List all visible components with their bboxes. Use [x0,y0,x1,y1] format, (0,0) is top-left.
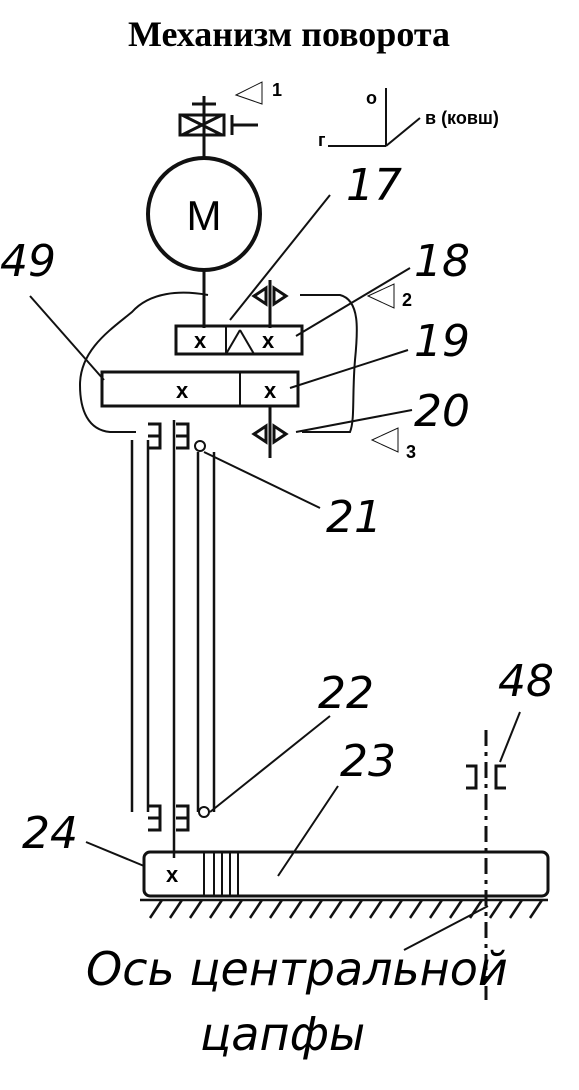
axis-label-o: о [366,88,377,108]
svg-text:x: x [194,328,207,353]
part-label-21: 21 [326,492,382,543]
svg-text:1: 1 [272,80,282,100]
leader-22 [209,715,331,813]
view-mark-3: 3 [370,427,416,462]
leader-20 [295,409,413,433]
svg-text:3: 3 [406,442,416,462]
leader-23 [277,785,339,877]
leader-21 [203,451,321,509]
leader-48 [499,711,521,763]
diagram-title: Механизм поворота [128,14,450,54]
svg-text:x: x [176,378,189,403]
view-mark-2: 2 [366,283,412,310]
caption-line-2: цапфы [200,1007,365,1061]
axis-label-v: в (ковш) [425,108,499,128]
axes-indicator [328,88,421,147]
lower-sprockets [148,804,210,832]
leader-24 [85,841,145,867]
svg-text:2: 2 [402,290,412,310]
part-label-19: 19 [414,316,470,367]
brake-symbol [178,96,258,150]
part-label-49: 49 [0,236,56,287]
svg-text:x: x [166,862,179,887]
caption-line-1: Ось центральной [86,942,508,996]
motor-label: М [187,192,222,239]
caption-leader [403,905,489,951]
chain-transmission [130,420,216,858]
view-mark-1: 1 [234,80,282,105]
part-label-24: 24 [22,808,78,859]
central-pin-48 [466,730,506,1000]
part-label-17: 17 [346,160,402,211]
part-label-22: 22 [318,668,374,719]
gear-pair-49-19: x x [100,370,300,408]
leader-19 [289,349,409,389]
bearing-18 [251,280,289,328]
bearing-20 [251,406,289,458]
part-label-48: 48 [498,656,554,707]
part-label-18: 18 [414,236,470,287]
slewing-gear-23-24: x [142,850,550,898]
motor: М [146,150,262,328]
svg-text:x: x [262,328,275,353]
gear-pair-17-18: x x [174,324,304,356]
gearbox-housing [78,291,358,433]
svg-text:x: x [264,378,277,403]
leader-18 [295,267,411,337]
axis-label-g: г [318,130,326,150]
part-label-23: 23 [340,736,396,787]
leader-17 [229,194,331,321]
leader-49 [29,295,105,381]
ground-hatching [140,898,548,919]
part-label-20: 20 [414,386,470,437]
upper-sprockets [148,422,206,452]
